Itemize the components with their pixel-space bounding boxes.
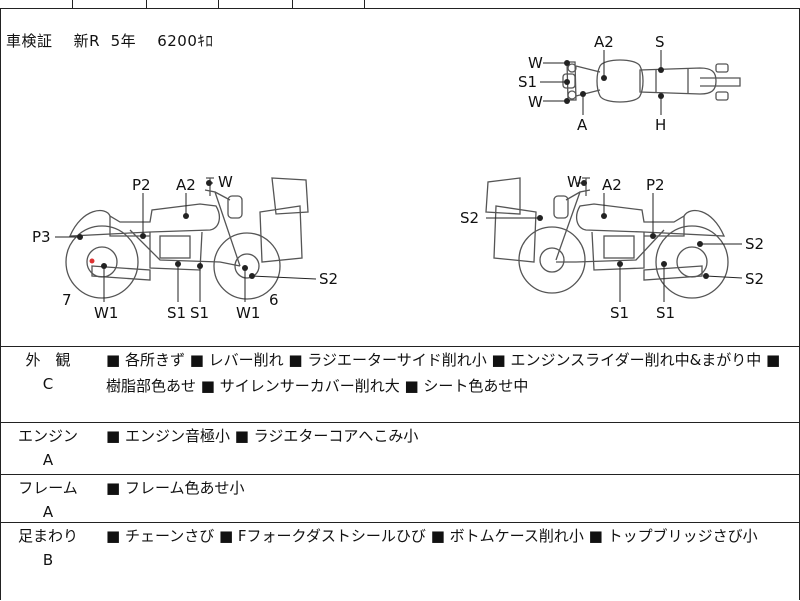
section-grade: A (42, 451, 54, 469)
section-row-frame: フレーム A ■ フレーム色あせ小 (0, 474, 800, 523)
diagram-label: A (577, 116, 588, 134)
section-name: 外 観 (25, 351, 71, 369)
diagram-label: S1 (190, 304, 209, 322)
motorcycle-top-view (562, 59, 741, 103)
registration-type: 新R (73, 32, 101, 50)
section-row-suspension: 足まわり B ■ チェーンさび ■ Fフォークダストシールひび ■ ボトムケース… (0, 522, 800, 601)
diagram-label: P2 (132, 176, 151, 194)
diagram-label: W (567, 173, 582, 191)
diagram-label: P3 (32, 228, 51, 246)
motorcycle-right-view (485, 177, 729, 299)
diagram-label: W (528, 54, 543, 72)
strip-divider (146, 0, 147, 8)
diagram-label: W1 (94, 304, 118, 322)
section-notes: ■ 各所きず ■ レバー削れ ■ ラジエーターサイド削れ小 ■ エンジンスライダ… (106, 351, 781, 395)
diagram-label: A2 (594, 33, 614, 51)
diagram-label: 7 (62, 291, 72, 309)
section-row-exterior: 外 観 C ■ 各所きず ■ レバー削れ ■ ラジエーターサイド削れ小 ■ エン… (0, 346, 800, 423)
registration-label: 車検証 (6, 32, 53, 50)
strip-divider (218, 0, 219, 8)
diagram-label: S1 (610, 304, 629, 322)
damage-mark (89, 258, 95, 264)
section-grade: B (42, 551, 54, 569)
marker-dots (77, 60, 709, 279)
diagram-label: H (655, 116, 666, 134)
section-name: 足まわり (17, 527, 78, 545)
strip-divider (72, 0, 73, 8)
diagram-label: W (218, 173, 233, 191)
leader-lines (55, 50, 743, 302)
diagram-label: A2 (176, 176, 196, 194)
registration-mileage: 6200ｷﾛ (157, 32, 214, 50)
section-notes: ■ フレーム色あせ小 (106, 479, 245, 497)
section-grade: C (42, 375, 54, 393)
diagram-label: S2 (460, 209, 479, 227)
section-row-engine: エンジン A ■ エンジン音極小 ■ ラジエターコアへこみ小 (0, 422, 800, 475)
strip-divider (292, 0, 293, 8)
damage-diagram: W S1 W A2 S A H P2 A2 W P3 7 W1 S1 S1 W1… (32, 33, 764, 322)
strip-divider (364, 0, 365, 8)
diagram-label: 6 (269, 291, 279, 309)
top-view-labels: W S1 W A2 S A H (518, 33, 666, 134)
section-name: エンジン (17, 427, 78, 445)
section-name: フレーム (18, 479, 78, 497)
registration-years: 5年 (110, 32, 137, 50)
registration-line: 車検証 新R 5年 6200ｷﾛ (6, 30, 213, 51)
left-view-labels: P2 A2 W P3 7 W1 S1 S1 W1 6 S2 (32, 173, 338, 322)
motorcycle-left-view (65, 177, 309, 300)
top-table-strip (0, 0, 800, 9)
diagram-label: S2 (745, 270, 764, 288)
section-grade: A (42, 503, 54, 521)
diagram-label: P2 (646, 176, 665, 194)
diagram-label: S1 (656, 304, 675, 322)
right-view-labels: W A2 P2 S2 S2 S2 S1 S1 (460, 173, 764, 322)
diagram-label: S2 (319, 270, 338, 288)
diagram-label: S (655, 33, 665, 51)
diagram-label: W1 (236, 304, 260, 322)
diagram-label: S1 (167, 304, 186, 322)
diagram-label: S2 (745, 235, 764, 253)
diagram-label: A2 (602, 176, 622, 194)
diagram-label: W (528, 93, 543, 111)
section-label: エンジン A (0, 425, 96, 471)
diagram-label: S1 (518, 73, 537, 91)
section-label: 外 観 C (0, 349, 96, 395)
section-label: フレーム A (0, 477, 96, 523)
section-notes: ■ チェーンさび ■ Fフォークダストシールひび ■ ボトムケース削れ小 ■ ト… (106, 527, 758, 545)
section-label: 足まわり B (0, 525, 96, 571)
section-notes: ■ エンジン音極小 ■ ラジエターコアへこみ小 (106, 427, 419, 445)
